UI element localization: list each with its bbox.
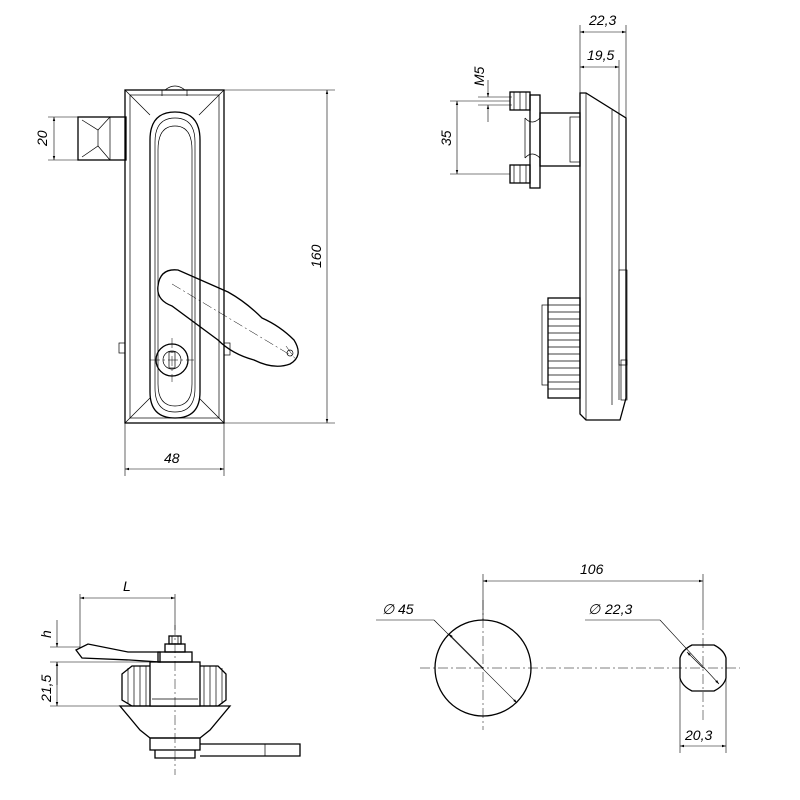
dim-20-label: 20 bbox=[34, 130, 50, 147]
bottom-handle bbox=[75, 635, 193, 663]
dim-stud-spacing: 35 bbox=[438, 100, 510, 175]
dim-21-5-label: 21,5 bbox=[38, 675, 54, 703]
lock-body bbox=[118, 85, 231, 424]
dim-cam-height: 20 bbox=[34, 116, 78, 161]
dim-48-label: 48 bbox=[164, 450, 180, 466]
dim-small-flat: 20,3 bbox=[679, 678, 727, 753]
dim-20-3-label: 20,3 bbox=[684, 727, 712, 743]
side-spindle bbox=[524, 94, 581, 189]
side-view: 22,3 19,5 M5 35 bbox=[438, 12, 628, 421]
front-view: 48 160 20 bbox=[34, 85, 335, 476]
dim-front-height: 160 bbox=[224, 89, 335, 424]
key-cylinder bbox=[150, 338, 194, 382]
cutout-view: 106 ∅ 45 ∅ 22,3 20,3 bbox=[376, 561, 740, 753]
dim-m5-label: M5 bbox=[471, 66, 487, 86]
dim-45-label: 45 bbox=[398, 601, 414, 617]
dim-45-symbol: ∅ bbox=[382, 601, 395, 617]
dim-base-height: 21,5 bbox=[38, 662, 122, 707]
dim-h-label: h bbox=[38, 630, 54, 638]
cam-block bbox=[77, 116, 127, 161]
dim-106-label: 106 bbox=[580, 561, 604, 577]
dim-22-3-label: 22,3 bbox=[588, 12, 616, 28]
dim-hole-spacing: 106 bbox=[482, 561, 704, 620]
dim-35-label: 35 bbox=[438, 130, 454, 146]
dim-large-diameter: ∅ 45 bbox=[376, 601, 518, 704]
dim-side-total: 22,3 bbox=[579, 12, 627, 118]
dim-l-label: L bbox=[123, 578, 131, 594]
bottom-view: L h 21,5 bbox=[38, 578, 301, 775]
dim-19-5-label: 19,5 bbox=[587, 47, 614, 63]
bottom-knurl bbox=[121, 661, 227, 707]
dim-22-3-symbol: ∅ bbox=[588, 601, 601, 617]
handle-recess bbox=[149, 111, 201, 419]
dim-22-3-cutout-label: 22,3 bbox=[604, 601, 632, 617]
dim-thread: M5 bbox=[471, 66, 512, 122]
side-knurl bbox=[541, 297, 581, 399]
dim-160-label: 160 bbox=[308, 244, 324, 268]
dim-front-width: 48 bbox=[124, 423, 225, 476]
small-hole bbox=[679, 644, 727, 692]
side-studs bbox=[509, 91, 531, 184]
bottom-base bbox=[118, 705, 301, 759]
dim-side-body: 19,5 bbox=[580, 47, 620, 114]
dim-handle-length: L bbox=[79, 578, 176, 648]
lever-handle bbox=[157, 269, 299, 367]
side-plate bbox=[579, 92, 628, 421]
dim-small-diameter: ∅ 22,3 bbox=[585, 601, 720, 685]
